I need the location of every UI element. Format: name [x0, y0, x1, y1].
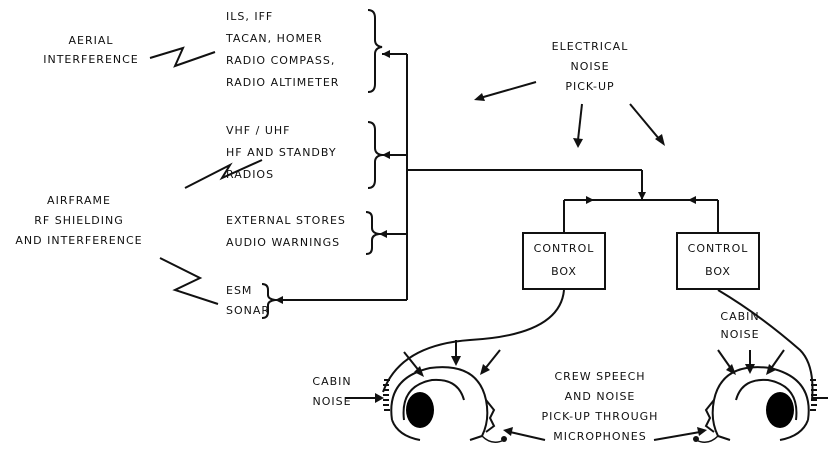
group4-item-2: SONAR	[226, 304, 270, 317]
crew-speech-4: MICROPHONES	[553, 430, 646, 443]
arrow-bus-g3	[379, 230, 387, 238]
control-box-right-label-1: CONTROL	[678, 242, 758, 255]
crew-speech-2: AND NOISE	[565, 390, 636, 403]
airframe-label-3: AND INTERFERENCE	[15, 234, 142, 247]
brace-group2	[368, 122, 382, 188]
group2-item-3: RADIOS	[226, 168, 274, 181]
group1-item-1: ILS, IFF	[226, 10, 273, 23]
group1-item-3: RADIO COMPASS,	[226, 54, 335, 67]
control-box-left: CONTROL BOX	[522, 232, 606, 290]
crew-speech-1: CREW SPEECH	[554, 370, 645, 383]
arrow-electrical-down	[578, 104, 582, 140]
earpiece-right	[810, 380, 817, 410]
control-box-right-label-2: BOX	[678, 265, 758, 278]
arrow-electrical-left	[480, 82, 536, 98]
group3-item-2: AUDIO WARNINGS	[226, 236, 340, 249]
cabin-noise-right-1: CABIN	[720, 310, 759, 323]
electrical-label-2: NOISE	[570, 60, 609, 73]
control-box-left-label-2: BOX	[524, 265, 604, 278]
arrow-bus-g1	[382, 50, 390, 58]
cabin-noise-left-1: CABIN	[312, 375, 351, 388]
group1-item-4: RADIO ALTIMETER	[226, 76, 339, 89]
arrow-bus-right	[688, 196, 696, 204]
cabin-noise-right-2: NOISE	[720, 328, 759, 341]
group4-item-1: ESM	[226, 284, 252, 297]
control-box-left-label-1: CONTROL	[524, 242, 604, 255]
airframe-label-2: RF SHIELDING	[34, 214, 124, 227]
group1-item-2: TACAN, HOMER	[226, 32, 323, 45]
brace-group1	[368, 10, 382, 92]
group2-item-1: VHF / UHF	[226, 124, 290, 137]
control-box-right: CONTROL BOX	[676, 232, 760, 290]
aerial-label-2: INTERFERENCE	[43, 53, 139, 66]
lightning-zigzag-icon-aerial	[150, 48, 215, 66]
earpiece-left	[383, 380, 390, 410]
cabin-noise-left-2: NOISE	[312, 395, 351, 408]
airframe-label-1: AIRFRAME	[47, 194, 111, 207]
aerial-label-1: AERIAL	[68, 34, 113, 47]
helmet-head-icon-left	[391, 367, 494, 440]
arrow-electrical-right	[630, 104, 660, 140]
group2-item-2: HF AND STANDBY	[226, 146, 337, 159]
mic-arrow-left	[510, 432, 545, 440]
group3-item-1: EXTERNAL STORES	[226, 214, 346, 227]
helmet-head-icon-right	[706, 367, 809, 440]
arrow-bus-g4	[275, 296, 283, 304]
lightning-zigzag-icon-airframe-lower	[160, 258, 218, 304]
electrical-label-3: PICK-UP	[565, 80, 614, 93]
crew-speech-3: PICK-UP THROUGH	[542, 410, 659, 423]
microphone-icon-right	[696, 436, 718, 442]
microphone-icon-left	[482, 436, 504, 442]
electrical-label-1: ELECTRICAL	[552, 40, 629, 53]
arrow-bus-drop	[638, 192, 646, 200]
arrow-bus-left	[586, 196, 594, 204]
arrow-bus-g2	[382, 151, 390, 159]
brace-group3	[366, 212, 379, 254]
